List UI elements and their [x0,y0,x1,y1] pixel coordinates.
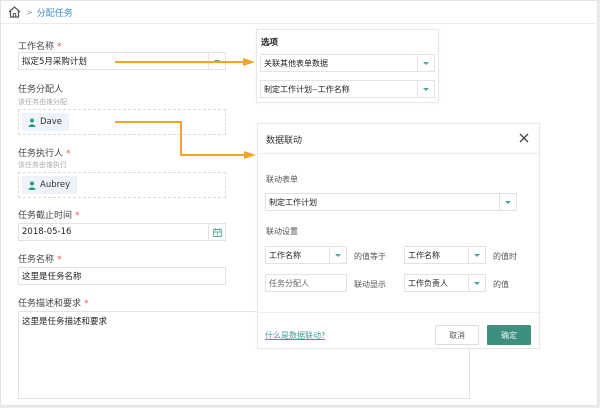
row2-field-a-value: 任务分配人 [269,278,309,288]
assigner-name: Dave [40,117,63,127]
row2-text-b: 的值 [493,280,509,289]
task-desc-textarea[interactable]: 这里是任务描述和要求 [18,311,470,399]
row1-field-b-dropdown[interactable] [468,247,485,263]
row1-field-a-value: 工作名称 [269,250,301,260]
chevron-down-icon [474,253,480,257]
chevron-down-icon [474,281,480,285]
home-icon[interactable] [8,6,21,18]
assigner-chip[interactable]: Dave [22,113,70,131]
assigner-field[interactable]: Dave [18,109,226,135]
user-icon [28,181,36,190]
row2-field-a: 任务分配人 [265,274,347,292]
options-title: 选项 [261,38,279,48]
close-icon[interactable] [519,133,529,143]
row1-field-a-select[interactable]: 工作名称 [265,246,347,264]
work-name-label: 工作名称* [18,42,62,52]
options-select-type-dropdown[interactable] [417,55,434,71]
calendar-icon [212,227,222,237]
arrow-head-icon [244,151,256,159]
chevron-down-icon [423,87,429,91]
linkage-form-value: 制定工作计划 [269,197,317,207]
task-name-label: 任务名称* [18,255,62,265]
options-select-source-value: 制定工作计划--工作名称 [264,84,350,94]
row2-text-a: 联动显示 [354,280,386,289]
breadcrumb: > 分配任务 [1,1,599,24]
executor-chip[interactable]: Aubrey [22,176,78,194]
row1-field-b-select[interactable]: 工作名称 [404,246,486,264]
linkage-form-select[interactable]: 制定工作计划 [265,193,517,211]
deadline-label: 任务截止时间* [18,211,80,221]
task-desc-label: 任务描述和要求* [18,299,89,309]
deadline-value: 2018-05-16 [22,227,72,237]
chevron-down-icon [335,253,341,257]
dialog-header: 数据联动 [258,124,539,154]
arrow-connector-1 [115,61,245,63]
options-select-type[interactable]: 关联其他表单数据 [260,54,435,72]
linkage-form-dropdown[interactable] [499,194,516,210]
arrow-connector-2c [180,154,246,156]
arrow-connector-2a [115,121,182,123]
executor-hint: 该任务由谁执行 [18,161,67,169]
options-panel: 选项 关联其他表单数据 制定工作计划--工作名称 [256,29,439,103]
row1-field-a-dropdown[interactable] [329,247,346,263]
dialog-title: 数据联动 [266,136,303,146]
help-link[interactable]: 什么是数据联动? [265,331,326,340]
arrow-head-icon [243,58,255,66]
linkage-settings-label: 联动设置 [266,227,298,236]
executor-name: Aubrey [40,180,71,190]
row1-field-b-value: 工作名称 [408,250,440,260]
calendar-button[interactable] [208,224,225,240]
cancel-button[interactable]: 取消 [435,325,479,345]
options-select-source[interactable]: 制定工作计划--工作名称 [260,80,435,98]
chevron-down-icon [423,61,429,65]
arrow-connector-2b [180,121,182,156]
data-linkage-dialog: 数据联动 联动表单 制定工作计划 联动设置 工作名称 的值等于 工作名称 的值时… [257,123,540,349]
breadcrumb-separator: > [26,7,33,17]
task-name-input[interactable]: 这里是任务名称 [18,267,226,285]
row1-text-b: 的值时 [493,252,517,261]
deadline-input[interactable]: 2018-05-16 [18,223,226,241]
task-name-value: 这里是任务名称 [22,272,82,282]
row2-field-b-select[interactable]: 工作负责人 [404,274,486,292]
dialog-footer-divider [258,312,539,313]
confirm-button[interactable]: 确定 [487,325,531,345]
linkage-form-label: 联动表单 [266,175,298,184]
row1-text-a: 的值等于 [354,252,386,261]
user-icon [28,118,36,127]
breadcrumb-current[interactable]: 分配任务 [36,8,73,19]
row2-field-b-value: 工作负责人 [408,278,448,288]
options-select-source-dropdown[interactable] [417,81,434,97]
assigner-label: 任务分配人 [18,85,64,95]
chevron-down-icon [505,200,511,204]
options-select-type-value: 关联其他表单数据 [264,58,328,68]
assigner-hint: 该任务由谁分配 [18,98,67,106]
row2-field-b-dropdown[interactable] [468,275,485,291]
task-desc-value: 这里是任务描述和要求 [22,317,108,327]
executor-field[interactable]: Aubrey [18,172,226,198]
executor-label: 任务执行人* [18,149,71,159]
work-name-value: 拟定5月采购计划 [22,57,87,67]
